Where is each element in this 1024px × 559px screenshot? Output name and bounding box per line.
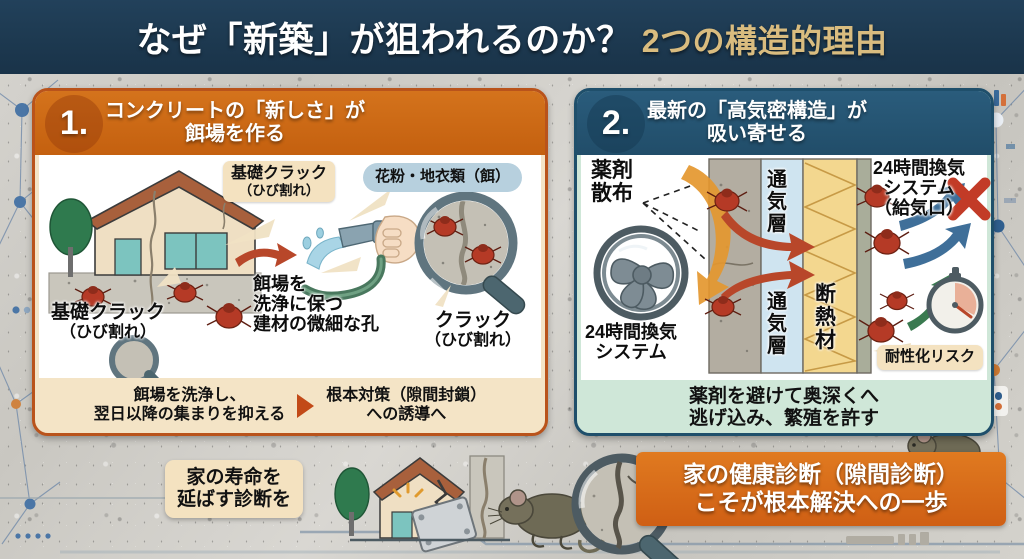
panel-1-number: 1. <box>59 103 89 142</box>
label-pollen-lichen-cloud: 花粉・地衣類（餌） <box>363 163 523 192</box>
panel-2-header: 2. 最新の「高気密構造」が 吸い寄せる <box>577 91 991 155</box>
label-chemical-spray: 薬剤 散布 <box>591 159 633 206</box>
panel-1-footer: 餌場を洗浄し、 翌日以降の集まりを抑える 根本対策（隙間封鎖） への誘導へ <box>35 378 545 433</box>
panel-2-footer-text: 薬剤を避けて奥深くへ 逃げ込み、繁殖を許す <box>688 385 879 429</box>
panel-1-header: 1. コンクリートの「新しさ」が 餌場を作る <box>35 91 545 155</box>
panel-reason-1: 1. コンクリートの「新しさ」が 餌場を作る <box>32 88 548 436</box>
bottom-label-house-lifespan: 家の寿命を 延ばす診断を <box>165 460 304 519</box>
panel-2-title-line2: 吸い寄せる <box>707 123 807 145</box>
label-insulation-material: 断熱材 <box>815 283 836 353</box>
label-air-layer-top: 通気層 <box>767 169 787 235</box>
panel-1-diagram <box>48 170 526 378</box>
panel-1-footer-left: 餌場を洗浄し、 翌日以降の集まりを抑える <box>93 387 286 423</box>
panel-1-footer-right: 根本対策（隙間封鎖） への誘導へ <box>326 387 487 423</box>
bottom-banner-conclusion: 家の健康診断（隙間診断） こそが根本解決への一歩 <box>636 452 1006 526</box>
label-24h-ventilation-intake: 24時間換気 システム （給気口） <box>873 158 966 218</box>
label-wash-feeding-ground: 餌場を 洗浄に保つ 建材の微細な孔 <box>253 274 379 334</box>
triangle-right-icon <box>297 394 315 418</box>
label-foundation-crack-callout: 基礎クラック （ひび割れ） <box>223 161 336 202</box>
panel-2-title-line1: 最新の「高気密構造」が <box>647 100 867 123</box>
label-resistance-risk: 耐性化リスク <box>877 345 984 370</box>
panel-1-illustration: 基礎クラック （ひび割れ） 花粉・地衣類（餌） 基礎クラック （ひび割れ） 餌場… <box>39 155 541 378</box>
panel-1-title: コンクリートの「新しさ」が 餌場を作る <box>105 100 365 146</box>
page-title-main: なぜ「新築」が狙われるのか？ <box>136 20 632 60</box>
panel-2-footer: 薬剤を避けて奥深くへ 逃げ込み、繁殖を許す <box>577 380 991 433</box>
panel-1-title-line1: コンクリートの「新しさ」が <box>105 100 365 123</box>
label-foundation-crack: 基礎クラック （ひび割れ） <box>51 302 166 341</box>
label-crack-magnified: クラック （ひび割れ） <box>425 310 522 349</box>
panel-1-title-line2: 餌場を作る <box>185 123 285 145</box>
panel-2-number: 2. <box>601 103 631 142</box>
panel-2-illustration: 薬剤 散布 24時間換気 システム 通気層 通気層 断熱材 24時間換気 システ… <box>581 155 991 380</box>
page-header: なぜ「新築」が狙われるのか？2つの構造的理由 <box>0 0 1024 74</box>
label-air-layer-bottom: 通気層 <box>767 291 787 357</box>
panel-2-diagram <box>593 158 991 374</box>
panel-reason-2: 2. 最新の「高気密構造」が 吸い寄せる <box>574 88 994 436</box>
conclusion-line-2: こそが根本解決への一歩 <box>694 489 948 515</box>
page-title-accent: 2つの構造的理由 <box>641 22 888 59</box>
label-fan-ventilation-system: 24時間換気 システム <box>585 322 678 362</box>
panel-2-title: 最新の「高気密構造」が 吸い寄せる <box>647 100 867 146</box>
panel-2-number-badge <box>587 95 645 153</box>
conclusion-line-1: 家の健康診断（隙間診断） <box>683 461 959 488</box>
